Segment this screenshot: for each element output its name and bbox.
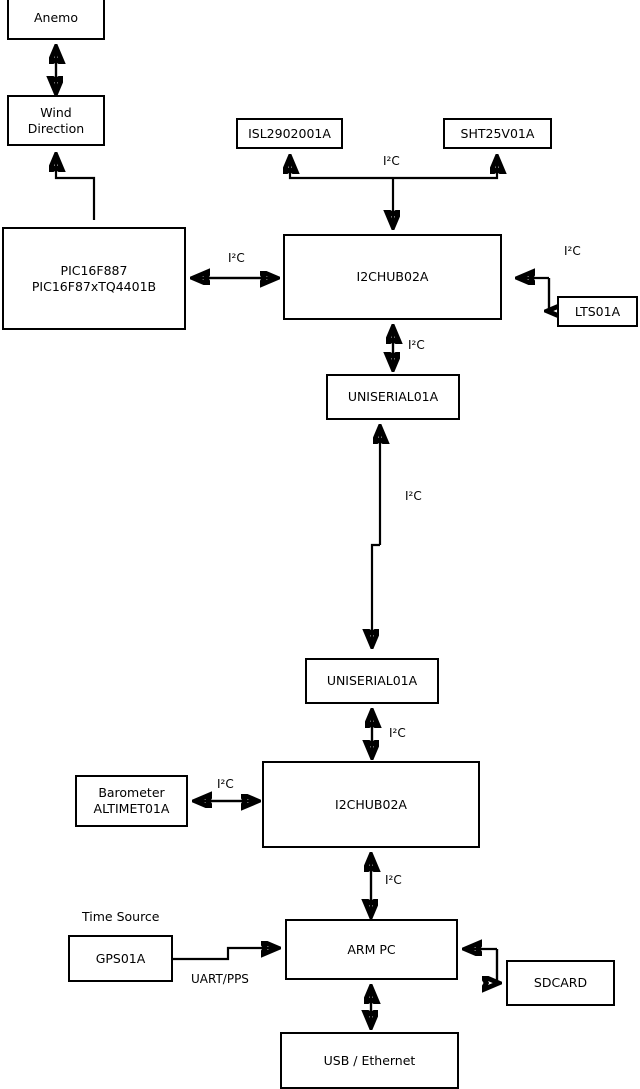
node-uniserial01a-bottom[interactable]: UNISERIAL01A xyxy=(305,658,439,704)
node-gps01a[interactable]: GPS01A xyxy=(68,935,173,982)
node-pic-microcontroller[interactable]: PIC16F887 PIC16F87xTQ4401B xyxy=(2,227,186,330)
edge-label-uart-pps: UART/PPS xyxy=(191,972,249,986)
node-lts01a[interactable]: LTS01A xyxy=(557,296,638,327)
node-wind-direction[interactable]: Wind Direction xyxy=(7,95,105,146)
connector-armpc-sdcard xyxy=(466,949,498,983)
node-anemo[interactable]: Anemo xyxy=(7,0,105,40)
connector-hub-sensor-bus xyxy=(290,158,497,226)
connector-uniserial-long-link xyxy=(372,428,380,645)
node-uniserial01a-top[interactable]: UNISERIAL01A xyxy=(326,374,460,420)
connector-pic-wind xyxy=(56,156,96,220)
node-sht25v01a[interactable]: SHT25V01A xyxy=(443,118,552,149)
node-isl2902001a[interactable]: ISL2902001A xyxy=(236,118,343,149)
edge-label-i2c-hub-uniserial: I²C xyxy=(408,338,425,352)
edge-label-i2c-pic-hub: I²C xyxy=(228,251,245,265)
annotation-time-source: Time Source xyxy=(82,909,160,924)
edge-label-i2c-uniserial-hub-bottom: I²C xyxy=(389,726,406,740)
edge-label-i2c-barometer-hub: I²C xyxy=(217,777,234,791)
node-barometer-altimet01a[interactable]: Barometer ALTIMET01A xyxy=(75,775,188,827)
node-sdcard[interactable]: SDCARD xyxy=(506,960,615,1006)
edge-label-i2c-hub-lts: I²C xyxy=(564,244,581,258)
edge-label-i2c-sensor-bus: I²C xyxy=(383,154,400,168)
node-usb-ethernet[interactable]: USB / Ethernet xyxy=(280,1032,459,1089)
connector-hub-lts xyxy=(519,278,549,311)
node-i2chub02a-bottom[interactable]: I2CHUB02A xyxy=(262,761,480,848)
node-arm-pc[interactable]: ARM PC xyxy=(285,919,458,980)
node-i2chub02a-top[interactable]: I2CHUB02A xyxy=(283,234,502,320)
connector-gps-armpc xyxy=(173,948,277,959)
edge-label-i2c-uniserial-link: I²C xyxy=(405,489,422,503)
edge-label-i2c-hub-armpc: I²C xyxy=(385,873,402,887)
